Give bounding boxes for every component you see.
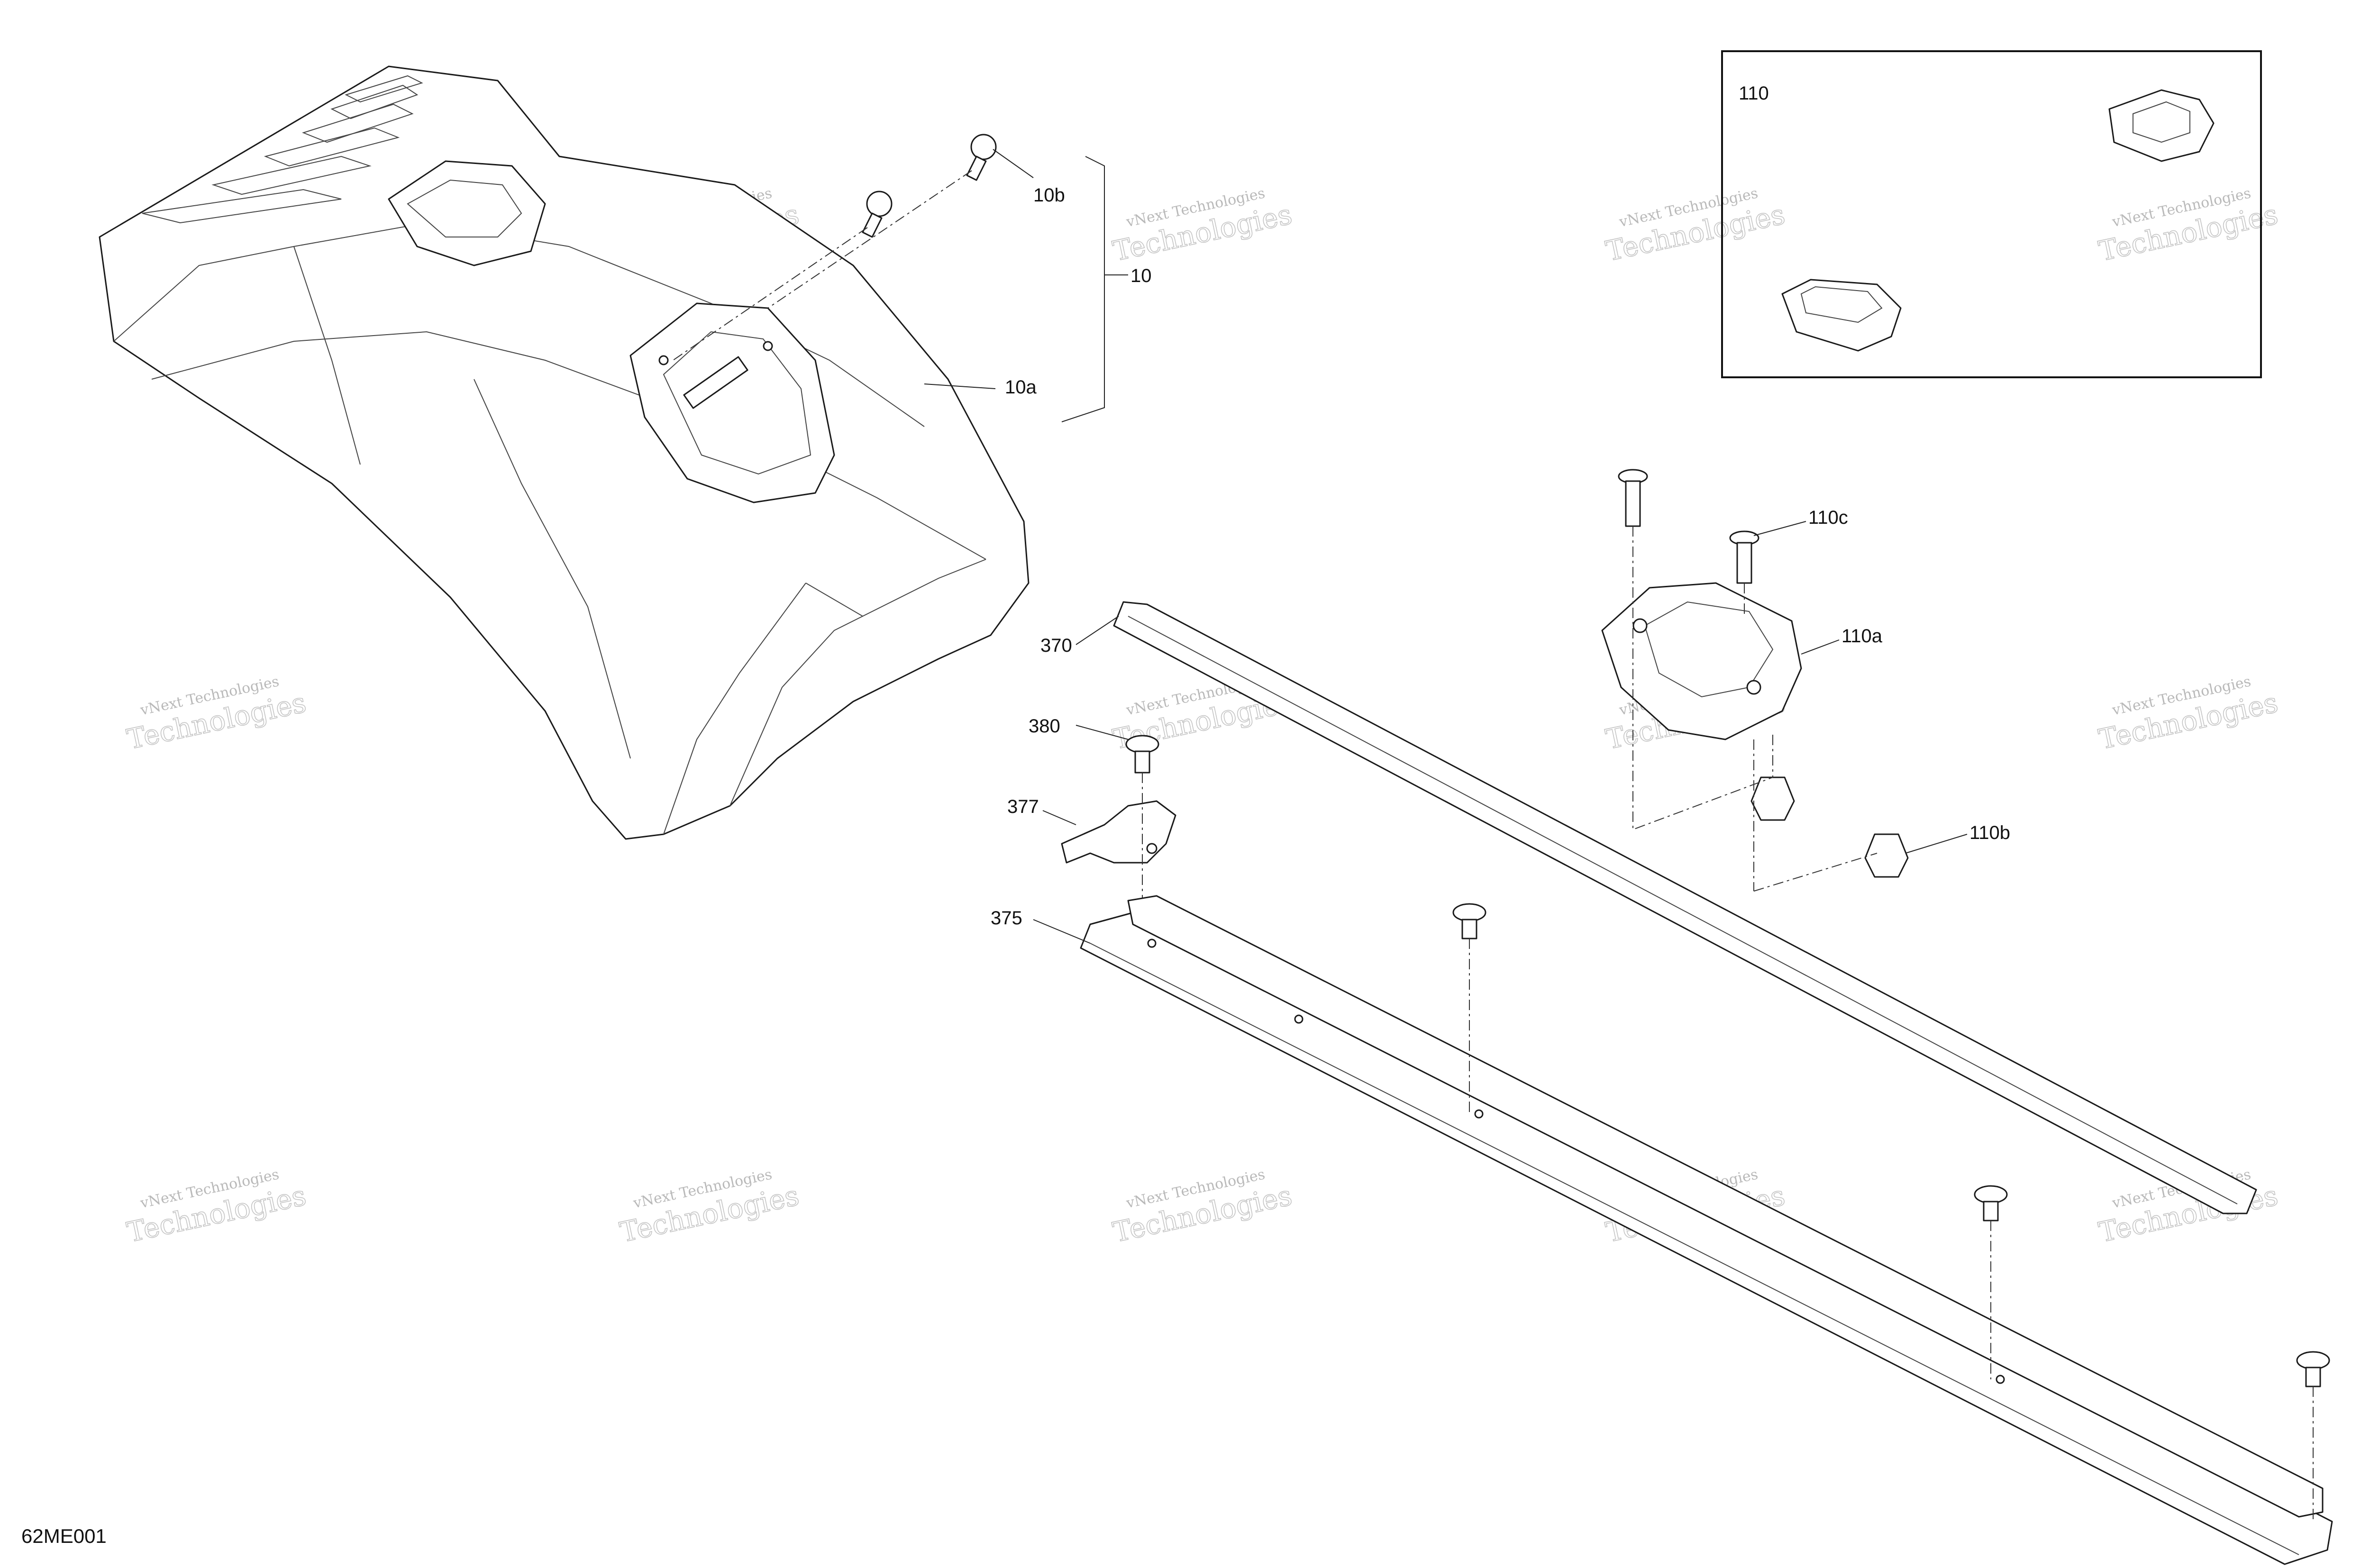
screw-110c-left (1618, 469, 1648, 527)
body-panel-10a (99, 65, 1030, 840)
callout-370: 370 (1040, 635, 1072, 656)
callout-110b: 110b (1969, 822, 2010, 843)
screw-10b-upper (966, 134, 997, 181)
nut-110b-right (1864, 833, 1909, 878)
diagram-code: 62ME001 (21, 1525, 107, 1547)
callout-10: 10 (1130, 265, 1152, 286)
callout-380: 380 (1029, 716, 1060, 737)
handle-110-inset-bottom (1781, 279, 1902, 352)
trim-375 (1080, 895, 2333, 1565)
rail-370 (1113, 601, 2257, 1214)
handle-110a (1601, 582, 1802, 740)
screw-trim-2 (1974, 1185, 2008, 1222)
callout-110a: 110a (1841, 626, 1883, 647)
callout-377: 377 (1007, 796, 1039, 817)
callout-10b: 10b (1033, 185, 1065, 206)
callout-10a: 10a (1005, 377, 1037, 398)
handle-110-inset-top (2108, 89, 2215, 162)
callout-110-inset: 110 (1739, 83, 1769, 104)
inset-box-110 (1721, 50, 2262, 378)
screw-110c-right (1729, 530, 1759, 584)
screw-380 (1125, 735, 1159, 774)
callout-110c: 110c (1808, 507, 1848, 528)
screw-10b-lower (862, 191, 893, 238)
callout-375: 375 (991, 908, 1022, 929)
screw-trim-1 (1452, 903, 1486, 939)
nut-110b-left (1750, 776, 1795, 821)
screw-trim-3 (2296, 1351, 2330, 1387)
bracket-377 (1061, 800, 1176, 864)
